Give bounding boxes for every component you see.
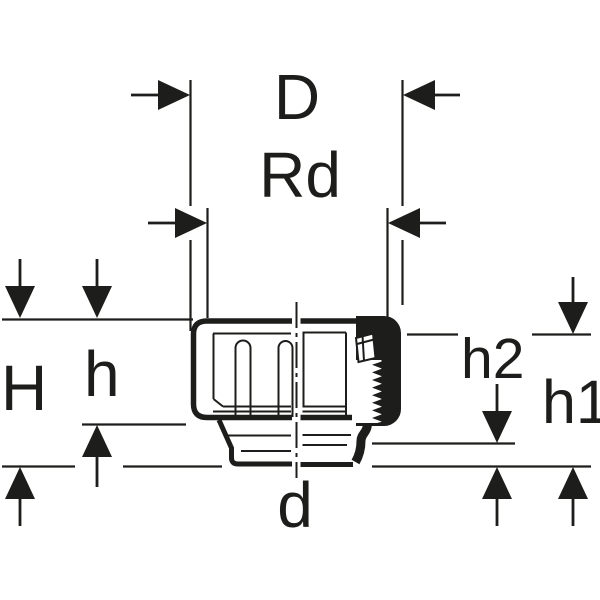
- arrowhead-up-icon: [482, 467, 512, 499]
- clamp-insert-flange-line: [356, 338, 375, 345]
- rib-1: [234, 339, 252, 417]
- label-thread-Rd: Rd: [259, 139, 341, 211]
- spigot-right-wall: [351, 422, 372, 465]
- arrowhead-down-icon: [482, 411, 512, 443]
- clamp-insert-center-line: [361, 335, 365, 362]
- arrowhead-down-icon: [558, 302, 588, 334]
- arrowhead-up-icon: [558, 467, 588, 499]
- cap-body-outline-left: [190, 318, 292, 421]
- dim-arrow-h-bottom: [82, 425, 112, 487]
- arrowhead-up-icon: [5, 467, 35, 499]
- dim-arrow-D-left: [131, 80, 190, 110]
- dim-arrow-h-top: [82, 259, 112, 318]
- arrowhead-right-icon: [158, 80, 190, 110]
- label-height-h: h: [84, 338, 120, 410]
- label-height-h2: h2: [461, 327, 524, 391]
- dimension-labels: D Rd H h h2 h1 d: [1, 61, 600, 541]
- arrowhead-left-icon: [388, 208, 420, 238]
- rib-2: [277, 340, 294, 417]
- dim-arrow-h1-up: [558, 467, 588, 526]
- dim-arrow-h2-bottom: [482, 384, 512, 443]
- label-height-H: H: [1, 352, 47, 424]
- thread-zigzag-icon: [372, 361, 383, 423]
- dim-arrow-Rd-right: [388, 208, 446, 238]
- dim-arrow-h1-top: [558, 277, 588, 334]
- arrowhead-left-icon: [403, 80, 435, 110]
- label-height-h1: h1: [542, 368, 600, 436]
- dim-arrow-h2-up: [482, 467, 512, 526]
- dimension-arrows: [5, 80, 588, 526]
- arrowhead-down-icon: [82, 286, 112, 318]
- dim-arrow-H-top: [5, 259, 35, 318]
- arrowhead-down-icon: [5, 286, 35, 318]
- arrowhead-right-icon: [175, 208, 207, 238]
- spigot-outline-left: [216, 418, 292, 467]
- clamp-insert: [354, 332, 377, 364]
- thread-clearance: [356, 360, 382, 423]
- label-spigot-diameter-d: d: [277, 469, 313, 541]
- label-outer-diameter-D: D: [274, 61, 320, 133]
- arrowhead-up-icon: [82, 425, 112, 457]
- dim-arrow-H-bottom: [5, 467, 35, 526]
- dim-arrow-D-right: [403, 80, 460, 110]
- extension-lines: [2, 80, 591, 468]
- dim-arrow-Rd-left: [148, 208, 207, 238]
- inner-bottom-chamfer: [212, 398, 224, 408]
- fitting-section-view: [190, 302, 401, 478]
